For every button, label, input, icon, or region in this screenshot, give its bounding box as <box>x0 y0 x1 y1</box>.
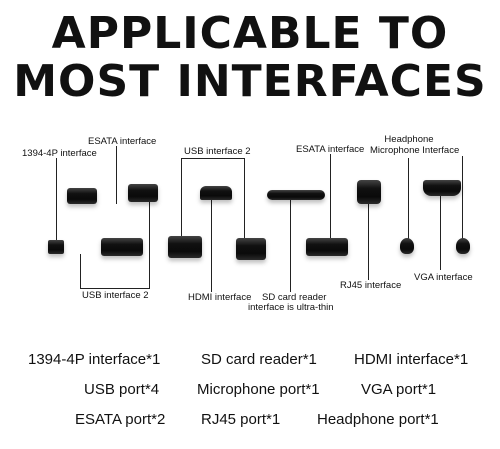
headline-line-2: MOST INTERFACES <box>13 56 487 107</box>
leader-vga <box>440 196 441 270</box>
plug-vga <box>423 180 461 196</box>
label-esata-left: ESATA interface <box>88 136 157 147</box>
plug-usb-top-2 <box>236 238 266 260</box>
label-microphone: Microphone Interface <box>370 145 460 156</box>
leader-esata-left <box>116 146 117 204</box>
leader-esata-right <box>330 154 331 238</box>
bracket-usb-bottom-right <box>149 188 150 289</box>
count-microphone: Microphone port*1 <box>197 381 320 398</box>
count-sd-card-reader: SD card reader*1 <box>201 351 317 368</box>
count-usb: USB port*4 <box>84 381 160 398</box>
count-rj45: RJ45 port*1 <box>201 411 281 428</box>
plug-sd-card <box>267 190 325 200</box>
count-esata: ESATA port*2 <box>75 411 166 428</box>
label-sd-line-2: interface is ultra-thin <box>248 302 334 313</box>
bracket-usb-top-left <box>181 158 182 238</box>
label-usb-bottom: USB interface 2 <box>82 290 149 301</box>
plug-1394-4p <box>48 240 64 254</box>
leader-hdmi <box>211 200 212 292</box>
plug-headphone <box>400 238 414 254</box>
plug-usb-top <box>200 186 232 200</box>
leader-1394 <box>56 158 57 242</box>
label-rj45: RJ45 interface <box>340 280 402 291</box>
count-vga: VGA port*1 <box>361 381 437 398</box>
plug-hdmi <box>168 236 202 258</box>
plug-esata-left-2 <box>128 184 158 202</box>
plug-usb-bottom <box>101 238 143 256</box>
label-usb-top: USB interface 2 <box>184 146 251 157</box>
label-headphone: Headphone <box>384 134 434 145</box>
plug-microphone <box>456 238 470 254</box>
bracket-usb-top-bar <box>181 158 244 159</box>
label-1394-4p: 1394-4P interface <box>22 148 97 159</box>
plug-esata-right <box>306 238 348 256</box>
count-1394-4p: 1394-4P interface*1 <box>28 351 161 368</box>
label-sd-line-1: SD card reader <box>262 292 327 303</box>
plug-esata-left <box>67 188 97 204</box>
label-esata-right: ESATA interface <box>296 144 365 155</box>
bracket-usb-bottom-bar <box>80 288 149 289</box>
label-vga: VGA interface <box>414 272 473 283</box>
count-hdmi: HDMI interface*1 <box>354 351 469 368</box>
bracket-usb-top-right <box>244 158 245 238</box>
headline-line-1: APPLICABLE TO <box>51 8 449 59</box>
leader-microphone <box>462 156 463 240</box>
leader-rj45 <box>368 204 369 280</box>
label-hdmi: HDMI interface <box>188 292 252 303</box>
plug-rj45 <box>357 180 381 204</box>
count-headphone: Headphone port*1 <box>317 411 439 428</box>
leader-sd <box>290 200 291 292</box>
leader-headphone <box>408 158 409 240</box>
bracket-usb-bottom-left <box>80 254 81 288</box>
